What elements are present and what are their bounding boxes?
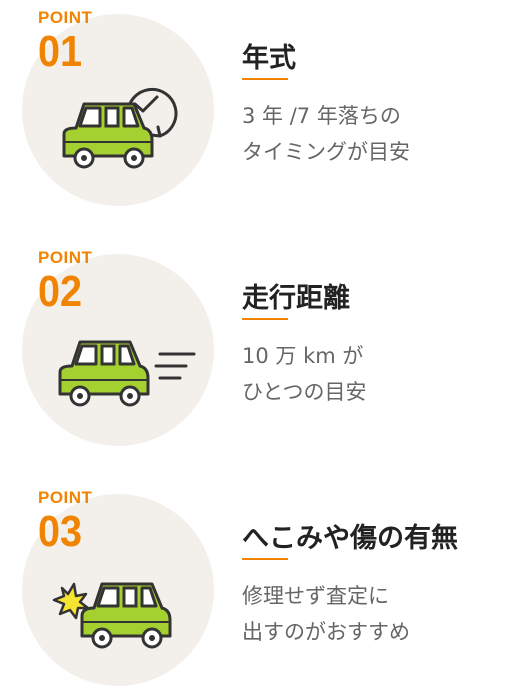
point-01: POINT 01 年式 3 年 /7 年落ちの タイミングが目安 (0, 0, 525, 220)
title-underline (242, 558, 288, 560)
point-number: 03 (38, 507, 83, 556)
car-dent-burst-icon (52, 582, 172, 649)
point-label: POINT (38, 488, 93, 507)
point-title: へこみや傷の有無 (242, 523, 458, 554)
point-03: POINT 03 へこみや傷の有無 修理せず査定に 出すのがおすすめ (0, 480, 525, 700)
car-speed-lines-icon (58, 340, 196, 407)
description-line: 出すのがおすすめ (242, 620, 410, 644)
point-02: POINT 02 走行距離 10 万 km が ひとつの目安 (0, 240, 525, 460)
point-label: POINT (38, 8, 93, 27)
title-underline (242, 318, 288, 320)
title-underline (242, 78, 288, 80)
description-line: 修理せず査定に (242, 584, 389, 608)
description-line: ひとつの目安 (242, 380, 367, 404)
point-description: 3 年 /7 年落ちの タイミングが目安 (242, 98, 410, 170)
point-description: 修理せず査定に 出すのがおすすめ (242, 578, 410, 650)
description-line: 10 万 km が (242, 344, 364, 368)
point-title: 走行距離 (242, 283, 350, 314)
point-number: 01 (38, 27, 83, 76)
point-description: 10 万 km が ひとつの目安 (242, 338, 367, 410)
point-label: POINT (38, 248, 93, 267)
description-line: 3 年 /7 年落ちの (242, 104, 401, 128)
description-line: タイミングが目安 (242, 140, 410, 164)
car-with-clock-check-icon (62, 87, 178, 169)
point-title: 年式 (242, 43, 296, 74)
point-number: 02 (38, 267, 83, 316)
